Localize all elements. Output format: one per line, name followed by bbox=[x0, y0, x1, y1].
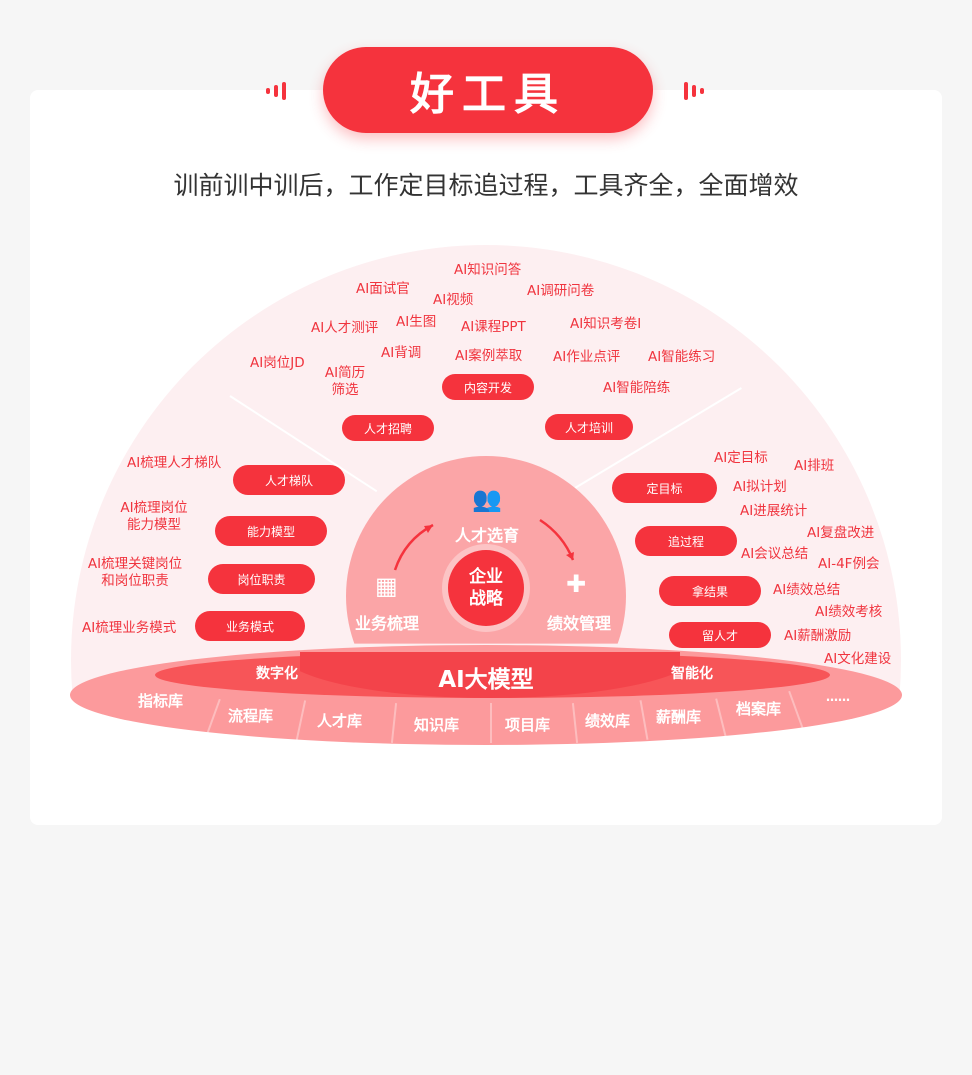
inner-label-left: 业务梳理 bbox=[355, 614, 420, 633]
category-pill[interactable]: 追过程 bbox=[635, 526, 737, 556]
library-item: 人才库 bbox=[317, 712, 363, 730]
base-right-label: 智能化 bbox=[671, 666, 713, 682]
ai-tool: AI梳理关键岗位和岗位职责 bbox=[87, 556, 183, 589]
ai-tool: AI进展统计 bbox=[740, 503, 808, 519]
category-pill[interactable]: 能力模型 bbox=[215, 516, 327, 546]
ai-tool: AI定目标 bbox=[714, 450, 768, 466]
category-pill[interactable]: 定目标 bbox=[612, 473, 717, 503]
inner-label-top: 人才选育 bbox=[455, 526, 520, 545]
decoration-left bbox=[266, 82, 286, 100]
ai-tool: AI背调 bbox=[381, 345, 422, 361]
presentation-icon: ▦ bbox=[375, 572, 398, 600]
category-pill[interactable]: 内容开发 bbox=[442, 374, 534, 400]
ai-tool: AI人才测评 bbox=[311, 320, 379, 336]
enterprise-strategy-core: 企业战略 bbox=[448, 550, 524, 626]
library-item: 项目库 bbox=[505, 716, 551, 734]
ai-tool: AI排班 bbox=[794, 458, 835, 474]
ai-tool: AI智能陪练 bbox=[603, 380, 671, 396]
page-title: 好工具 bbox=[323, 47, 653, 133]
team-growth-icon: 👥 bbox=[472, 485, 502, 513]
ai-tool: AI生图 bbox=[396, 314, 437, 330]
ai-model-label: AI大模型 bbox=[438, 667, 534, 693]
category-pill[interactable]: 人才培训 bbox=[545, 414, 633, 440]
ai-tool: AI绩效考核 bbox=[815, 604, 883, 620]
ai-tool: AI作业点评 bbox=[553, 349, 621, 365]
ai-tool: AI薪酬激励 bbox=[784, 628, 852, 644]
ai-tool: AI知识考卷I bbox=[570, 316, 642, 332]
ai-tool: AI梳理业务模式 bbox=[82, 620, 177, 636]
base-left-label: 数字化 bbox=[256, 666, 298, 682]
puzzle-icon: ✚ bbox=[566, 570, 587, 598]
ai-tool: AI复盘改进 bbox=[807, 525, 875, 541]
subtitle: 训前训中训后，工作定目标追过程，工具齐全，全面增效 bbox=[173, 171, 799, 200]
ai-tool: AI梳理岗位能力模型 bbox=[120, 500, 188, 533]
ai-tool: AI梳理人才梯队 bbox=[127, 455, 222, 471]
ai-tool: AI绩效总结 bbox=[773, 582, 841, 598]
ai-tool: AI会议总结 bbox=[741, 546, 809, 562]
ai-tool: AI-4F例会 bbox=[818, 556, 880, 572]
ai-tool: AI知识问答 bbox=[454, 262, 522, 278]
ai-tool: AI文化建设 bbox=[824, 651, 892, 667]
ai-tool: AI简历筛选 bbox=[324, 365, 366, 398]
ai-tool: AI面试官 bbox=[356, 281, 410, 297]
library-item: 绩效库 bbox=[585, 712, 631, 730]
ai-tool: AI智能练习 bbox=[648, 349, 716, 365]
ai-tool: AI拟计划 bbox=[733, 479, 787, 495]
library-item: 指标库 bbox=[138, 692, 184, 710]
library-item: …… bbox=[826, 690, 850, 704]
library-item: 知识库 bbox=[414, 716, 460, 734]
category-pill[interactable]: 业务模式 bbox=[195, 611, 305, 641]
decoration-right bbox=[684, 82, 704, 100]
ai-tool: AI调研问卷 bbox=[527, 283, 595, 299]
ai-tool: AI课程PPT bbox=[461, 319, 526, 335]
category-pill[interactable]: 人才梯队 bbox=[233, 465, 345, 495]
category-pill[interactable]: 拿结果 bbox=[659, 576, 761, 606]
library-item: 档案库 bbox=[736, 700, 782, 718]
ai-tool: AI案例萃取 bbox=[455, 348, 523, 364]
category-pill[interactable]: 人才招聘 bbox=[342, 415, 434, 441]
category-pill[interactable]: 岗位职责 bbox=[208, 564, 315, 594]
cycle-arrows-icon bbox=[393, 518, 575, 571]
library-item: 流程库 bbox=[228, 707, 274, 725]
category-pill[interactable]: 留人才 bbox=[669, 622, 771, 648]
divider bbox=[490, 703, 492, 743]
ai-tool: AI视频 bbox=[433, 292, 474, 308]
ai-tool: AI岗位JD bbox=[250, 355, 305, 371]
inner-label-right: 绩效管理 bbox=[547, 614, 612, 633]
library-item: 薪酬库 bbox=[656, 708, 702, 726]
